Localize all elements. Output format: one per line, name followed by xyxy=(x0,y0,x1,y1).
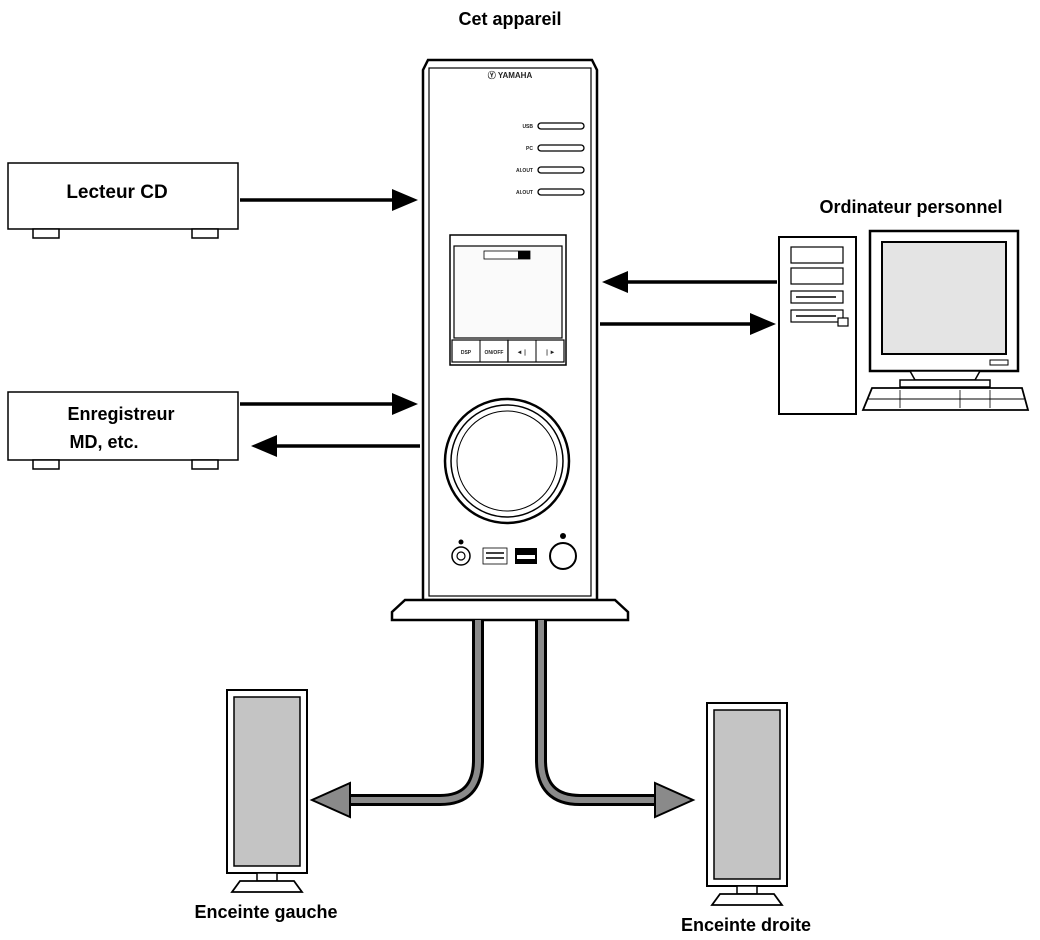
left-speaker-label: Enceinte gauche xyxy=(194,902,337,922)
button-prev[interactable]: ◄❘ xyxy=(517,349,528,356)
dts-logo xyxy=(515,548,537,564)
input-selector-1[interactable]: PC xyxy=(526,144,585,152)
input-selector-3[interactable]: AI.OUT xyxy=(516,188,585,196)
button-dsp[interactable]: DSP xyxy=(461,350,472,356)
input-selector-0[interactable]: USB xyxy=(522,122,585,130)
brand-logo: Ⓨ YAMAHA xyxy=(488,70,533,80)
right-speaker-label: Enceinte droite xyxy=(681,915,811,935)
cd-player-label: Lecteur CD xyxy=(66,182,167,203)
pc-label: Ordinateur personnel xyxy=(819,197,1002,217)
md-recorder-label-2: MD, etc. xyxy=(69,432,138,452)
main-unit: Ⓨ YAMAHA USB PC AI.OUT AI.OUT xyxy=(390,58,630,622)
device-stand xyxy=(390,598,630,622)
signal-arrows xyxy=(240,189,777,457)
personal-computer: Ordinateur personnel xyxy=(778,197,1030,415)
codec-logo xyxy=(482,547,508,565)
input-label-3: AI.OUT xyxy=(516,190,533,196)
right-speaker: Enceinte droite xyxy=(681,702,811,935)
power-button[interactable] xyxy=(549,533,577,570)
left-speaker: Enceinte gauche xyxy=(194,689,338,922)
speaker-cables xyxy=(309,620,696,819)
input-label-0: USB xyxy=(522,124,533,130)
button-on-off[interactable]: ON/OFF xyxy=(485,350,504,356)
device-title: Cet appareil xyxy=(458,9,561,29)
headphone-jack[interactable] xyxy=(451,539,471,566)
input-selector-2[interactable]: AI.OUT xyxy=(516,166,585,174)
volume-knob[interactable] xyxy=(443,397,571,525)
md-recorder: Enregistreur MD, etc. xyxy=(7,391,239,470)
display-buttons: DSP ON/OFF ◄❘ ❘► xyxy=(451,339,565,363)
cd-player: Lecteur CD xyxy=(7,162,239,239)
md-recorder-label-1: Enregistreur xyxy=(67,404,174,424)
input-label-1: PC xyxy=(526,146,533,152)
button-next[interactable]: ❘► xyxy=(545,349,556,356)
input-label-2: AI.OUT xyxy=(516,168,533,174)
